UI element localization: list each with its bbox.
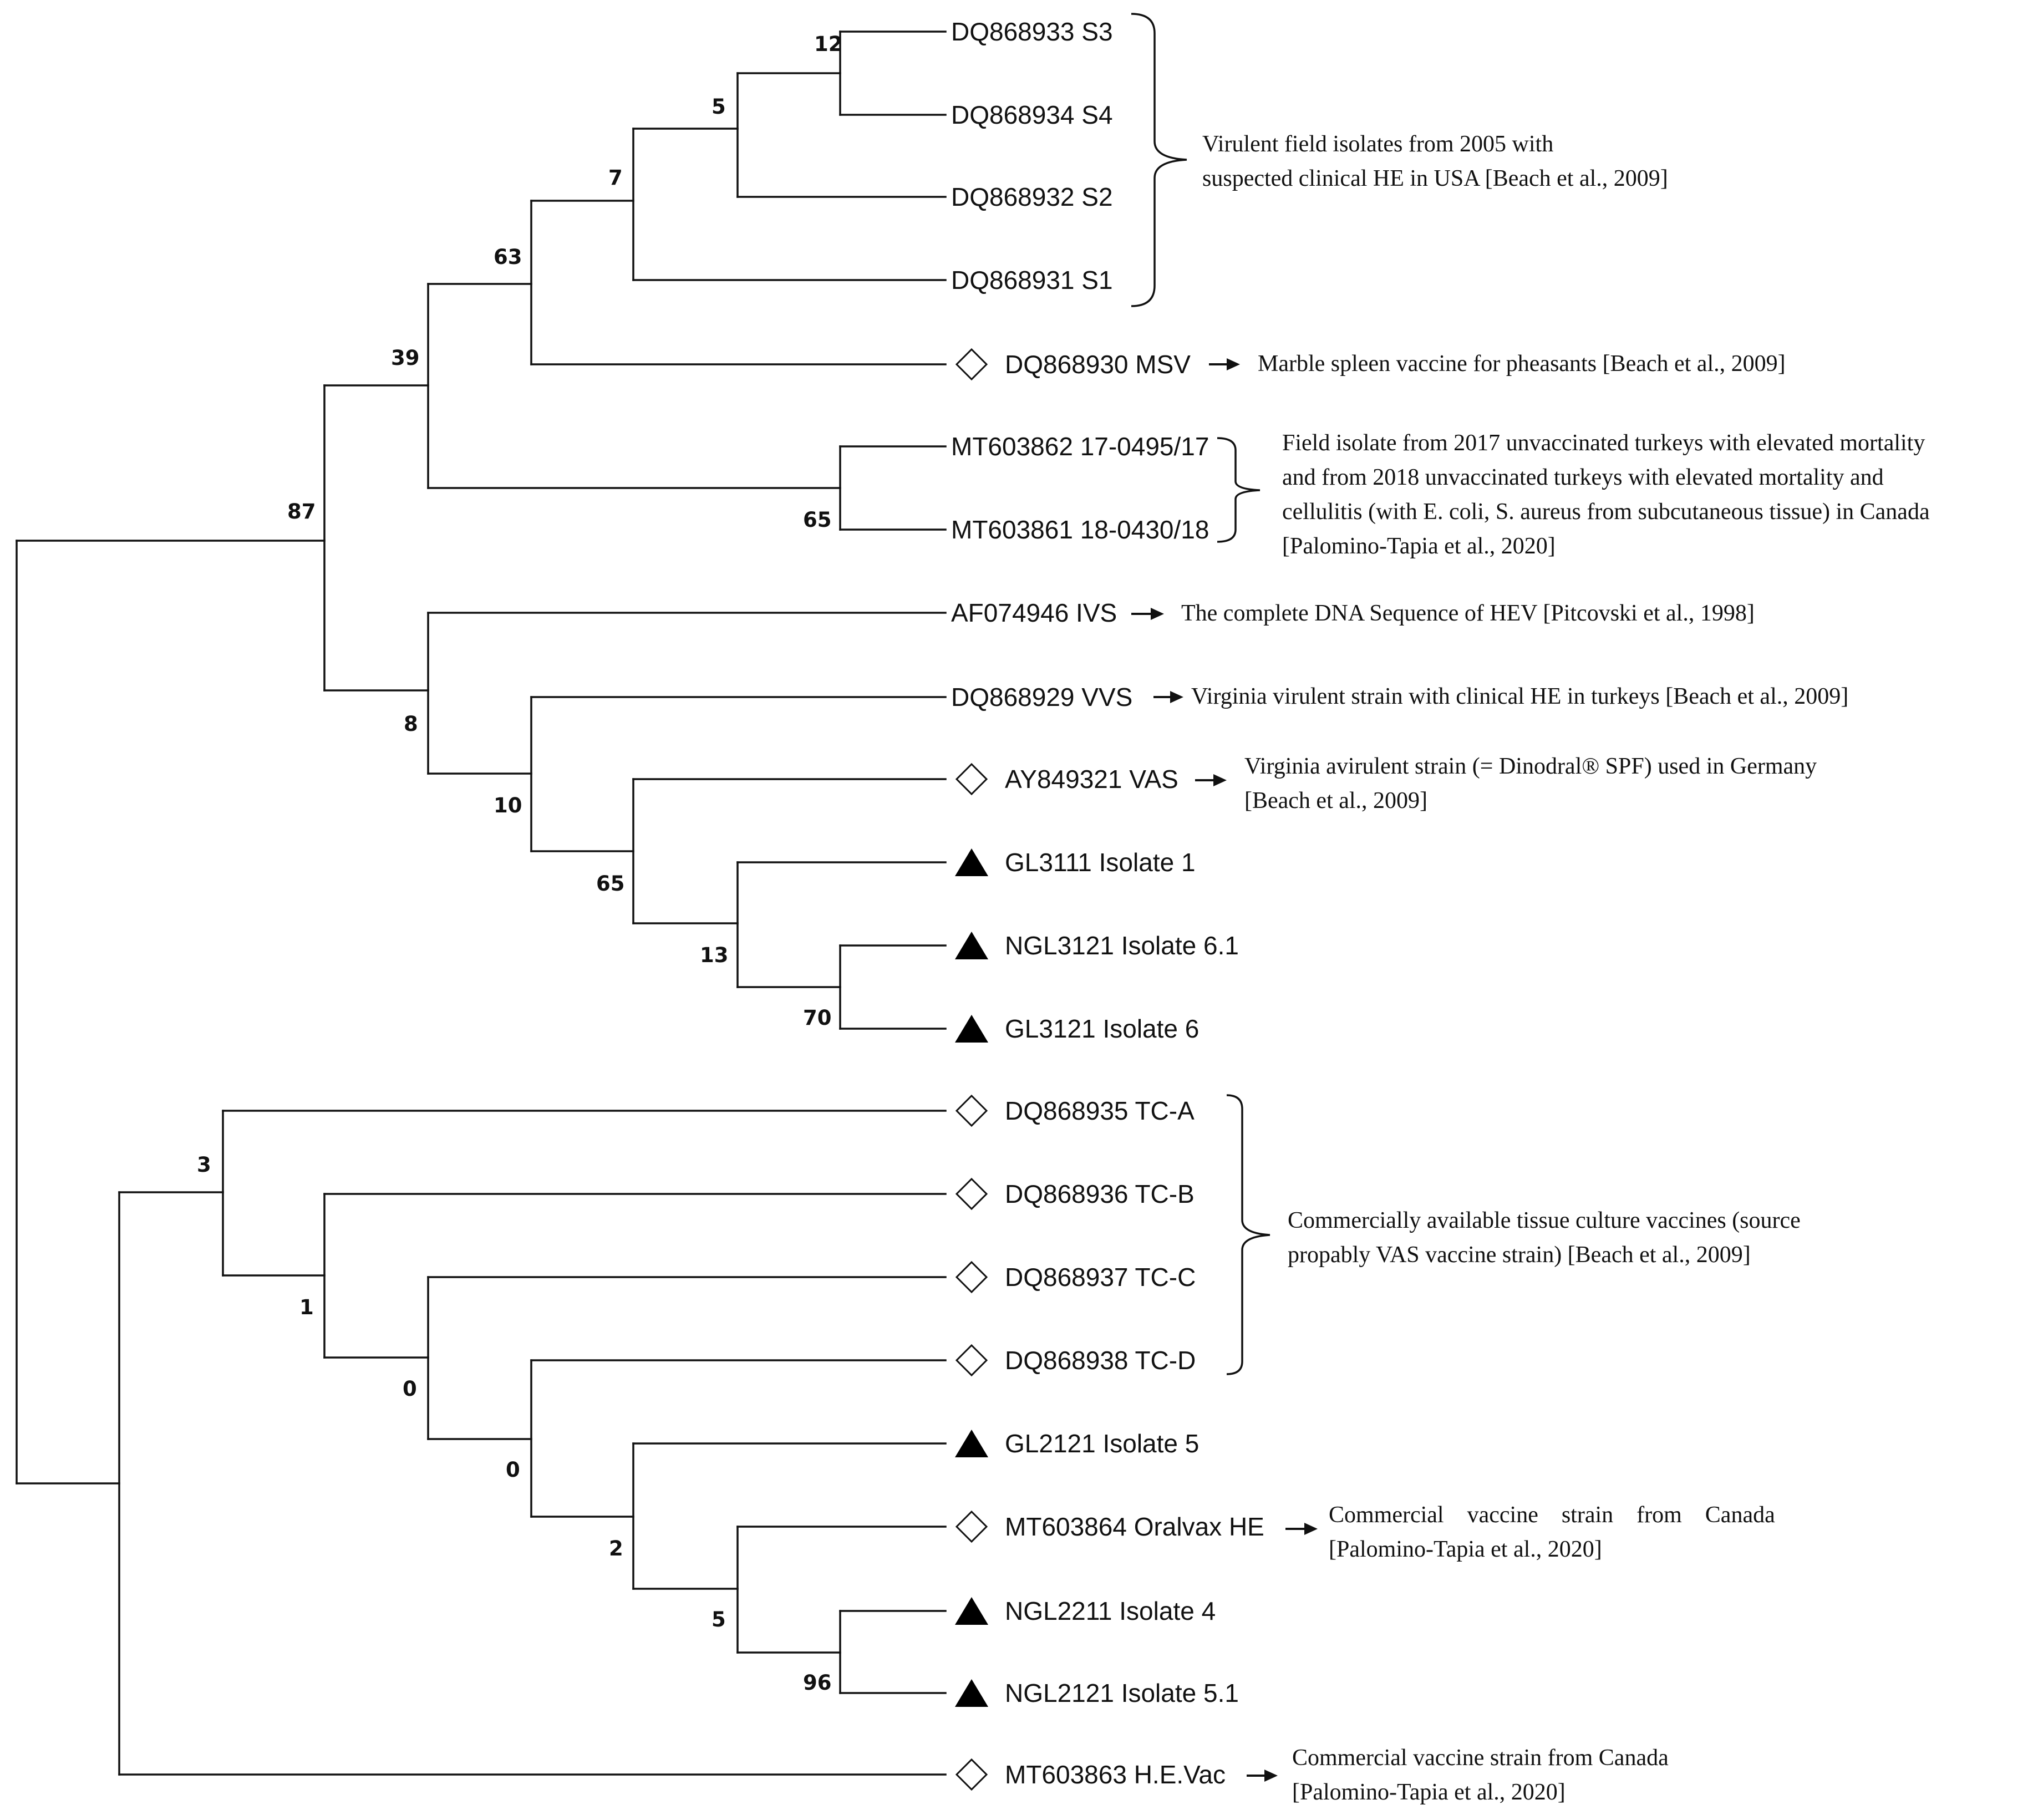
taxon-label: GL3111 Isolate 1 bbox=[1005, 848, 1196, 877]
taxon-label: DQ868933 S3 bbox=[951, 17, 1113, 46]
brace-canada-group bbox=[1217, 437, 1261, 543]
taxon-label: DQ868929 VVS bbox=[951, 683, 1132, 711]
bootstrap-label: 5 bbox=[711, 95, 726, 119]
vaccine-diamond-marker bbox=[955, 1094, 988, 1127]
bootstrap-label: 65 bbox=[596, 872, 625, 896]
arrow-right-icon bbox=[1131, 608, 1164, 620]
taxon-label: NGL3121 Isolate 6.1 bbox=[1005, 931, 1239, 960]
arrow-right-icon bbox=[1247, 1770, 1278, 1782]
taxon-label: MT603863 H.E.Vac bbox=[1005, 1760, 1226, 1789]
taxon-label: NGL2211 Isolate 4 bbox=[1005, 1597, 1216, 1625]
bootstrap-label: 63 bbox=[494, 245, 522, 269]
annotation-msv: Marble spleen vaccine for pheasants [Bea… bbox=[1258, 351, 1786, 377]
taxon-markers bbox=[955, 348, 988, 1791]
arrow-right-icon bbox=[1195, 774, 1227, 786]
annotation-vvs: Virginia virulent strain with clinical H… bbox=[1191, 684, 1848, 709]
annotation-tc-line2: propably VAS vaccine strain) [Beach et a… bbox=[1288, 1242, 1751, 1268]
isolate-triangle-marker bbox=[955, 932, 988, 959]
isolate-triangle-marker bbox=[955, 1015, 988, 1043]
bootstrap-label: 13 bbox=[700, 943, 729, 967]
group-braces bbox=[1131, 13, 1270, 1375]
vaccine-diamond-marker bbox=[955, 348, 988, 381]
bootstrap-label: 39 bbox=[391, 346, 420, 370]
bootstrap-label: 70 bbox=[803, 1006, 832, 1030]
taxon-label: MT603862 17-0495/17 bbox=[951, 432, 1209, 461]
bootstrap-label: 0 bbox=[403, 1377, 417, 1401]
vaccine-diamond-marker bbox=[955, 1177, 988, 1211]
taxon-label: GL3121 Isolate 6 bbox=[1005, 1014, 1199, 1043]
vaccine-diamond-marker bbox=[955, 1260, 988, 1294]
isolate-triangle-marker bbox=[955, 848, 988, 876]
isolate-triangle-marker bbox=[955, 1597, 988, 1625]
annotation-canada-line2: and from 2018 unvaccinated turkeys with … bbox=[1282, 465, 1884, 490]
bootstrap-label: 7 bbox=[608, 166, 623, 190]
annotation-usa-line1: Virulent field isolates from 2005 with bbox=[1202, 131, 1553, 157]
bootstrap-label: 8 bbox=[404, 712, 418, 736]
vaccine-diamond-marker bbox=[955, 1344, 988, 1377]
annotation-oralvax-line2: [Palomino-Tapia et al., 2020] bbox=[1329, 1537, 1602, 1562]
taxon-label: AF074946 IVS bbox=[951, 598, 1117, 627]
vaccine-diamond-marker bbox=[955, 762, 988, 796]
annotation-ivs: The complete DNA Sequence of HEV [Pitcov… bbox=[1181, 601, 1755, 626]
taxon-label: DQ868930 MSV bbox=[1005, 350, 1191, 379]
taxon-label: AY849321 VAS bbox=[1005, 765, 1178, 794]
taxon-label: DQ868938 TC-D bbox=[1005, 1346, 1196, 1375]
vaccine-diamond-marker bbox=[955, 1758, 988, 1791]
annotation-arrows bbox=[1131, 358, 1318, 1782]
bootstrap-values: 12 5 7 63 39 65 87 8 10 65 13 70 3 1 0 0… bbox=[197, 32, 843, 1695]
taxon-label: DQ868937 TC-C bbox=[1005, 1263, 1196, 1292]
taxon-label: MT603864 Oralvax HE bbox=[1005, 1512, 1264, 1541]
annotation-canada-line4: [Palomino-Tapia et al., 2020] bbox=[1282, 533, 1556, 559]
annotation-vas-line2: [Beach et al., 2009] bbox=[1244, 788, 1427, 814]
arrow-right-icon bbox=[1209, 358, 1240, 370]
isolate-triangle-marker bbox=[955, 1679, 988, 1707]
tree-branches bbox=[16, 30, 947, 1776]
brace-tc-group bbox=[1226, 1094, 1270, 1375]
taxon-label: GL2121 Isolate 5 bbox=[1005, 1429, 1199, 1458]
bootstrap-label: 10 bbox=[494, 794, 522, 817]
arrow-right-icon bbox=[1153, 691, 1183, 703]
isolate-triangle-marker bbox=[955, 1430, 988, 1457]
taxon-label: NGL2121 Isolate 5.1 bbox=[1005, 1679, 1239, 1707]
bootstrap-label: 2 bbox=[609, 1537, 623, 1560]
annotations: Virulent field isolates from 2005 with s… bbox=[1181, 131, 1930, 1805]
brace-usa-group bbox=[1131, 13, 1187, 307]
annotation-hevac-line2: [Palomino-Tapia et al., 2020] bbox=[1292, 1780, 1566, 1805]
taxon-label: DQ868936 TC-B bbox=[1005, 1180, 1195, 1208]
taxon-label: DQ868935 TC-A bbox=[1005, 1096, 1195, 1125]
vaccine-diamond-marker bbox=[955, 1510, 988, 1543]
bootstrap-label: 5 bbox=[711, 1608, 726, 1631]
annotation-vas-line1: Virginia avirulent strain (= Dinodral® S… bbox=[1244, 754, 1817, 779]
taxon-label: DQ868931 S1 bbox=[951, 266, 1113, 294]
bootstrap-label: 3 bbox=[197, 1153, 211, 1177]
bootstrap-label: 12 bbox=[814, 32, 843, 56]
taxon-label: DQ868934 S4 bbox=[951, 100, 1113, 129]
bootstrap-label: 0 bbox=[506, 1458, 520, 1482]
annotation-tc-line1: Commercially available tissue culture va… bbox=[1288, 1208, 1801, 1233]
annotation-usa-line2: suspected clinical HE in USA [Beach et a… bbox=[1202, 166, 1668, 191]
annotation-canada-line1: Field isolate from 2017 unvaccinated tur… bbox=[1282, 430, 1925, 456]
annotation-hevac-line1: Commercial vaccine strain from Canada bbox=[1292, 1745, 1669, 1771]
bootstrap-label: 1 bbox=[299, 1295, 314, 1319]
taxon-labels: DQ868933 S3 DQ868934 S4 DQ868932 S2 DQ86… bbox=[951, 17, 1264, 1789]
bootstrap-label: 87 bbox=[287, 500, 316, 523]
annotation-canada-line3: cellulitis (with E. coli, S. aureus from… bbox=[1282, 499, 1930, 525]
taxon-label: DQ868932 S2 bbox=[951, 182, 1113, 211]
taxon-label: MT603861 18-0430/18 bbox=[951, 515, 1209, 544]
bootstrap-label: 96 bbox=[803, 1671, 832, 1695]
annotation-oralvax-line1: Commercial vaccine strain from Canada bbox=[1329, 1502, 1775, 1528]
arrow-right-icon bbox=[1285, 1523, 1318, 1535]
bootstrap-label: 65 bbox=[803, 508, 832, 532]
